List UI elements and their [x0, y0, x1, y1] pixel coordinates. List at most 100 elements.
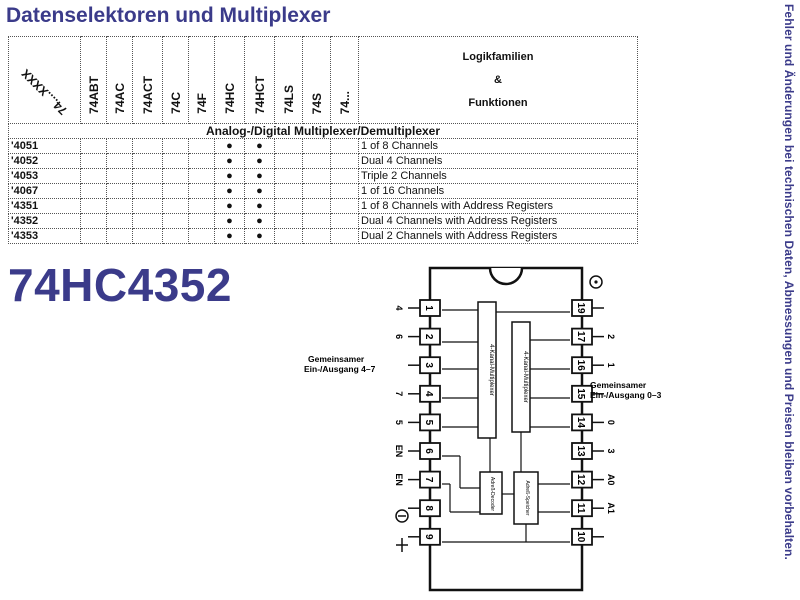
availability-dot: ● [214, 153, 245, 169]
page-title: Datenselektoren und Multiplexer [6, 4, 331, 27]
right-common-io-label: Gemeinsamer [590, 380, 647, 390]
function-description: Dual 2 Channels with Address Registers [358, 228, 638, 244]
logic-family-table: 74....XXXX 74ABT 74AC 74ACT 74C 74F 74HC… [8, 36, 638, 244]
empty-cell [162, 228, 189, 244]
empty-cell [274, 198, 303, 214]
left-pin-label: EN [394, 445, 404, 458]
part-code: '4351 [8, 198, 81, 214]
availability-dot: ● [214, 168, 245, 184]
function-description: 1 of 8 Channels [358, 138, 638, 154]
section-title: Analog-/Digital Multiplexer/Demultiplexe… [8, 123, 638, 139]
empty-cell [330, 153, 359, 169]
empty-cell [188, 183, 215, 199]
left-pin-number: 3 [423, 362, 434, 368]
empty-cell [132, 138, 163, 154]
availability-dot: ● [214, 198, 245, 214]
header-family: 74ABT [80, 36, 107, 124]
address-register-label: Adreß-Speicher [524, 480, 530, 515]
empty-cell [330, 213, 359, 229]
empty-cell [188, 213, 215, 229]
empty-cell [188, 138, 215, 154]
empty-cell [330, 138, 359, 154]
function-description: 1 of 8 Channels with Address Registers [358, 198, 638, 214]
part-code: '4051 [8, 138, 81, 154]
empty-cell [302, 198, 331, 214]
empty-cell [132, 228, 163, 244]
vcc-symbol-icon [589, 275, 603, 289]
right-pin-number: 16 [575, 360, 586, 372]
empty-cell [106, 183, 133, 199]
empty-cell [274, 213, 303, 229]
function-description: Dual 4 Channels [358, 153, 638, 169]
table-row: '4067 ●● 1 of 16 Channels [8, 183, 638, 199]
availability-dot: ● [214, 213, 245, 229]
left-pin-number: 9 [423, 534, 434, 540]
availability-dot: ● [244, 153, 275, 169]
empty-cell [330, 228, 359, 244]
empty-cell [274, 153, 303, 169]
part-code: '4067 [8, 183, 81, 199]
section-row: Analog-/Digital Multiplexer/Demultiplexe… [8, 123, 638, 139]
empty-cell [302, 183, 331, 199]
right-pin-number: 13 [575, 445, 586, 457]
empty-cell [132, 213, 163, 229]
empty-cell [274, 228, 303, 244]
empty-cell [302, 153, 331, 169]
empty-cell [80, 183, 107, 199]
right-pin-label: 3 [606, 448, 616, 453]
header-family: 74... [330, 36, 359, 124]
empty-cell [162, 168, 189, 184]
empty-cell [132, 153, 163, 169]
empty-cell [330, 183, 359, 199]
empty-cell [188, 153, 215, 169]
availability-dot: ● [244, 183, 275, 199]
empty-cell [80, 138, 107, 154]
empty-cell [274, 138, 303, 154]
left-pin-label: 5 [394, 420, 404, 425]
empty-cell [188, 168, 215, 184]
empty-cell [330, 168, 359, 184]
availability-dot: ● [214, 183, 245, 199]
right-pin-label: 2 [606, 334, 616, 339]
header-logik-funktionen: Logikfamilien & Funktionen [358, 36, 638, 124]
header-family: 74AC [106, 36, 133, 124]
left-pin-label: 7 [394, 391, 404, 396]
availability-dot: ● [244, 168, 275, 184]
right-pin-number: 11 [575, 503, 586, 514]
left-pin-label: 6 [394, 334, 404, 339]
empty-cell [80, 198, 107, 214]
left-common-io-label: Gemeinsamer [308, 354, 365, 364]
empty-cell [132, 198, 163, 214]
table-header-row: 74....XXXX 74ABT 74AC 74ACT 74C 74F 74HC… [8, 36, 638, 124]
header-family: 74HC [214, 36, 245, 124]
right-pin-number: 10 [575, 531, 586, 543]
right-pin-number: 12 [575, 474, 586, 486]
empty-cell [162, 213, 189, 229]
empty-cell [162, 183, 189, 199]
function-description: Triple 2 Channels [358, 168, 638, 184]
header-family: 74S [302, 36, 331, 124]
right-pin-label: 1 [606, 363, 616, 368]
availability-dot: ● [214, 228, 245, 244]
right-pin-number: 14 [575, 417, 586, 429]
table-row: '4351●●1 of 8 Channels with Address Regi… [8, 198, 638, 214]
left-pin-number: 4 [423, 391, 434, 397]
availability-dot: ● [244, 228, 275, 244]
empty-cell [80, 228, 107, 244]
right-pin-number: 17 [575, 331, 586, 343]
part-code: '4352 [8, 213, 81, 229]
function-description: Dual 4 Channels with Address Registers [358, 213, 638, 229]
function-description: 1 of 16 Channels [358, 183, 638, 199]
table-row: '4051●●1 of 8 Channels [8, 138, 638, 154]
empty-cell [274, 168, 303, 184]
ground-symbol-icon [396, 538, 408, 552]
left-pin-number: 2 [423, 334, 434, 340]
empty-cell [302, 213, 331, 229]
right-pin-number: 15 [575, 388, 586, 400]
empty-cell [302, 228, 331, 244]
left-pin-label: 4 [394, 305, 404, 310]
left-pin-label: EN [394, 473, 404, 486]
disclaimer-note: Fehler und Änderungen bei technischen Da… [782, 4, 796, 560]
